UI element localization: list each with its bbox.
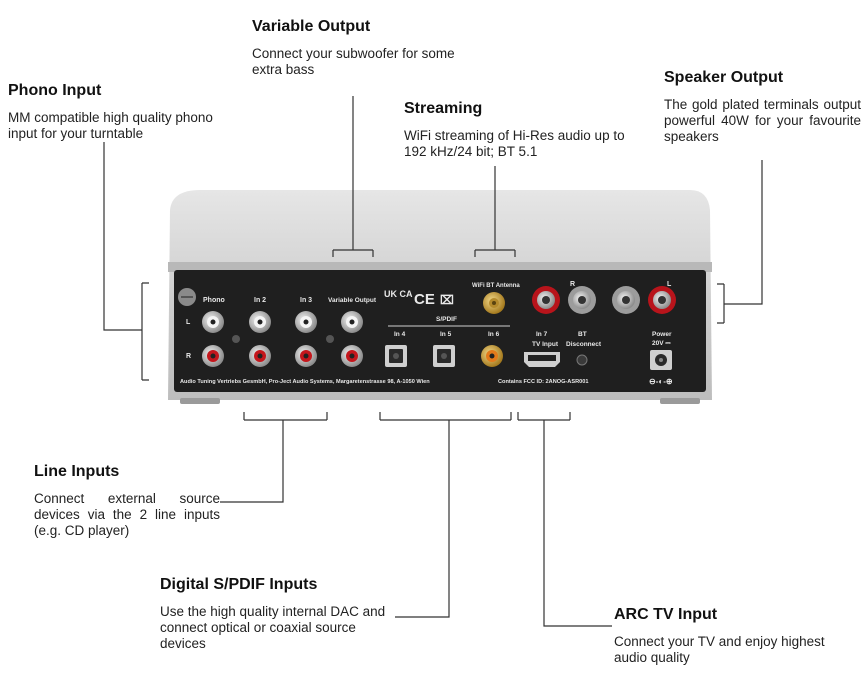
label-power: Power: [652, 331, 672, 338]
callout-arc-input: ARC TV Input Connect your TV and enjoy h…: [614, 606, 834, 666]
leader-variable-output: [332, 96, 374, 257]
label-l: L: [186, 319, 191, 326]
label-in2: In 2: [254, 297, 266, 304]
foot-left: [180, 398, 220, 404]
label-speaker-r: R: [570, 281, 575, 288]
label-variable-output: Variable Output: [328, 297, 377, 304]
callout-title: Streaming: [404, 100, 483, 117]
chassis-lip: [168, 262, 712, 272]
cert-weee-icon: ⌧: [440, 293, 454, 307]
callout-text: The gold plated terminals output powerfu…: [664, 97, 861, 144]
callout-text: Connect your TV and enjoy highest audio …: [614, 634, 825, 665]
speaker-terminal-r-positive[interactable]: [532, 286, 560, 314]
power-dc-jack[interactable]: [650, 350, 672, 370]
speaker-terminal-l-negative[interactable]: [612, 286, 640, 314]
callout-text: WiFi streaming of Hi-Res audio up to 192…: [404, 128, 625, 159]
callout-phono-input: Phono Input MM compatible high quality p…: [8, 82, 223, 142]
callout-speaker-output: Speaker Output The gold plated terminals…: [664, 69, 861, 145]
label-disconnect: Disconnect: [566, 341, 602, 348]
rca-variable-output-r[interactable]: [341, 345, 363, 367]
screw: [326, 335, 334, 343]
optical-in5[interactable]: [433, 345, 455, 367]
speaker-terminal-l-positive[interactable]: [648, 286, 676, 314]
antenna-connector[interactable]: [483, 292, 505, 314]
callout-title: Phono Input: [8, 82, 102, 99]
callout-title: Speaker Output: [664, 69, 784, 86]
optical-in4[interactable]: [385, 345, 407, 367]
leader-digital-inputs: [379, 412, 512, 618]
label-spdif: S/PDIF: [436, 316, 457, 323]
rca-variable-output-l[interactable]: [341, 311, 363, 333]
rca-phono-l[interactable]: [202, 311, 224, 333]
callout-title: ARC TV Input: [614, 606, 718, 623]
leader-streaming: [474, 166, 516, 257]
cert-ce: CE: [414, 291, 435, 308]
label-tv-input: TV Input: [532, 341, 559, 348]
cert-ukca: UK CA: [384, 289, 413, 299]
label-power-rating: 20V ⎓: [652, 340, 671, 347]
label-in6: In 6: [488, 331, 500, 338]
callout-text: Use the high quality internal DAC and co…: [160, 604, 386, 651]
callout-text: Connect your subwoofer for some extra ba…: [252, 46, 455, 77]
panel-footer-left: Audio Tuning Vertriebs GesmbH, Pro-Ject …: [180, 379, 430, 385]
label-in7: In 7: [536, 331, 548, 338]
label-phono: Phono: [203, 297, 225, 304]
speaker-terminal-r-negative[interactable]: [568, 286, 596, 314]
leader-arc-input: [517, 412, 612, 627]
rca-in2-l[interactable]: [249, 311, 271, 333]
foot-right: [660, 398, 700, 404]
leader-speaker-output: [717, 160, 763, 324]
rca-in3-r[interactable]: [295, 345, 317, 367]
callout-streaming: Streaming WiFi streaming of Hi-Res audio…: [404, 100, 629, 160]
callout-text: Connect external source devices via the …: [34, 491, 220, 538]
screw: [232, 335, 240, 343]
panel-footer-right: Contains FCC ID: 2ANOG-ASR001: [498, 379, 588, 385]
label-in4: In 4: [394, 331, 406, 338]
label-speaker-l: L: [667, 281, 672, 288]
rca-phono-r[interactable]: [202, 345, 224, 367]
callout-title: Digital S/PDIF Inputs: [160, 576, 318, 593]
bt-disconnect-button[interactable]: [576, 354, 588, 366]
hdmi-arc-port[interactable]: [524, 352, 560, 367]
callout-title: Variable Output: [252, 18, 371, 35]
callout-digital-inputs: Digital S/PDIF Inputs Use the high quali…: [160, 576, 395, 652]
label-in5: In 5: [440, 331, 452, 338]
coax-in6[interactable]: [481, 345, 503, 367]
leader-line-inputs: [220, 412, 328, 503]
polarity-icon: ⊖-◐-⊕: [649, 377, 673, 386]
label-in3: In 3: [300, 297, 312, 304]
callout-title: Line Inputs: [34, 463, 120, 480]
rca-in2-r[interactable]: [249, 345, 271, 367]
leader-phono: [103, 142, 149, 381]
label-bt: BT: [578, 331, 587, 338]
label-wifi-bt-antenna: WiFi BT Antenna: [472, 283, 520, 289]
callout-line-inputs: Line Inputs Connect external source devi…: [34, 463, 220, 539]
callout-text: MM compatible high quality phono input f…: [8, 110, 213, 141]
label-r: R: [186, 353, 191, 360]
callout-variable-output: Variable Output Connect your subwoofer f…: [252, 18, 462, 78]
rca-in3-l[interactable]: [295, 311, 317, 333]
